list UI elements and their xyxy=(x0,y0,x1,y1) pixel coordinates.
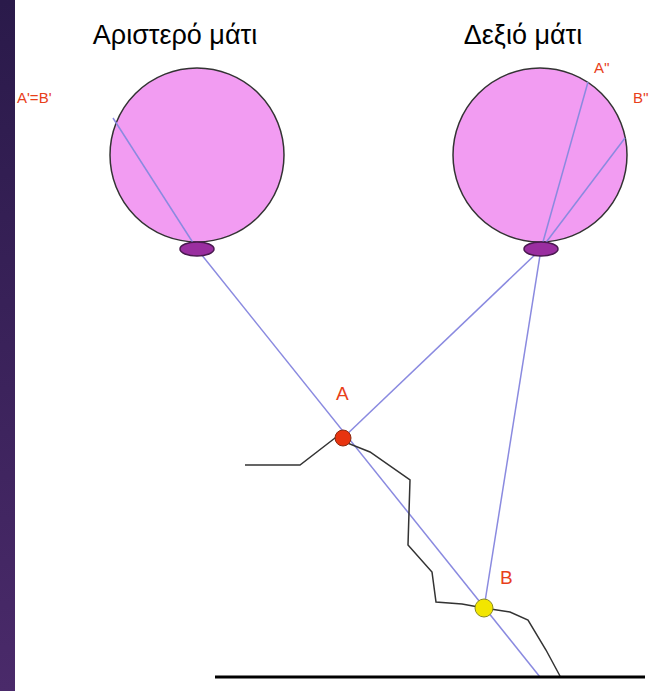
ray xyxy=(197,249,540,677)
eye: Αριστερό μάτι xyxy=(21,18,329,268)
projection-label: A'=B' xyxy=(17,90,52,107)
projection-label: B'' xyxy=(633,90,649,107)
eye-title: Αριστερό μάτι xyxy=(21,18,329,52)
sight-rays xyxy=(197,249,541,677)
eye: Δεξιό μάτι xyxy=(374,18,672,268)
projection-label: A'' xyxy=(594,60,610,77)
ray xyxy=(343,249,541,438)
point-b xyxy=(475,599,493,617)
eye-outline xyxy=(378,18,668,268)
retina-ray xyxy=(113,118,197,249)
point-label: A xyxy=(336,384,349,405)
retina-ray xyxy=(541,138,625,249)
point-label: B xyxy=(500,568,513,589)
point-a xyxy=(335,430,351,446)
eye-lens xyxy=(524,242,558,256)
ray xyxy=(484,249,541,608)
eye-outline xyxy=(25,18,325,268)
eye-lens xyxy=(180,242,214,256)
white-panel xyxy=(15,0,672,691)
eye-title: Δεξιό μάτι xyxy=(374,18,672,52)
eyeball xyxy=(453,68,627,242)
retina-ray xyxy=(541,82,588,249)
ground-line xyxy=(215,676,645,679)
terrain-profile xyxy=(245,438,560,676)
